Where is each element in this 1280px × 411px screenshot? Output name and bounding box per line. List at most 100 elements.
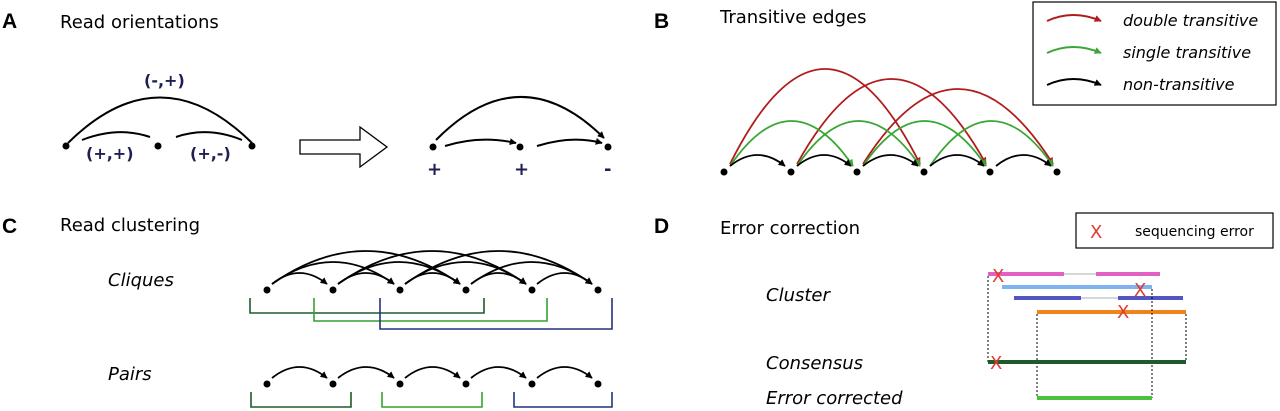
double-transitive-edge (796, 78, 987, 165)
panel-d-letter: D (654, 215, 669, 238)
non-transitive-edge (796, 154, 852, 167)
orientation-label-left: (+,+) (86, 144, 134, 163)
error-mark-icon: X (990, 353, 1002, 374)
single-transitive-edge (796, 120, 921, 167)
arc-right (175, 131, 243, 141)
transform-arrow-icon (299, 125, 389, 169)
clique-bracket (313, 298, 548, 322)
pair-edge (271, 366, 328, 379)
arc-outer (67, 96, 253, 144)
read-node (429, 143, 437, 151)
read-node (248, 142, 256, 150)
legend-single-transitive: single transitive (1123, 43, 1251, 62)
read-node (263, 380, 271, 388)
non-transitive-edge (729, 154, 786, 167)
legend-error-label: sequencing error (1135, 224, 1254, 240)
pair-edge (337, 366, 395, 379)
single-transitive-edge (862, 120, 987, 167)
panel-d: D Error correction X sequencing error Cl… (654, 212, 1274, 409)
legend-non-transitive: non-transitive (1123, 75, 1235, 94)
pair-edge-group (263, 366, 602, 388)
cluster-label: Cluster (766, 285, 831, 306)
sign-label: + (514, 159, 529, 180)
panel-b: B Transitive edges double transitive sin… (654, 1, 1277, 176)
legend-error-icon: X (1090, 222, 1102, 243)
pair-bracket (381, 392, 483, 408)
edge-legend (1032, 1, 1277, 106)
legend-single-transitive-icon (1046, 46, 1102, 54)
non-transitive-edge (862, 154, 919, 167)
panel-a-letter: A (2, 10, 17, 33)
error-legend (1075, 212, 1274, 249)
read-node (528, 286, 536, 294)
clique-edge (337, 272, 395, 285)
panel-d-title: Error correction (720, 218, 860, 239)
read-node (62, 142, 70, 150)
clique-bracket (249, 298, 485, 314)
panel-b-letter: B (654, 10, 669, 33)
read-node (604, 143, 612, 151)
read-node (853, 168, 861, 176)
clique-edge (404, 272, 461, 285)
single-transitive-edge (929, 120, 1054, 167)
read-node (462, 380, 470, 388)
error-mark-icon: X (992, 266, 1004, 287)
panel-a: A Read orientations (-,+) (+,+) (+,-) + … (2, 10, 612, 180)
error-mark-icon: X (1117, 302, 1129, 323)
consensus-label: Consensus (766, 353, 863, 374)
edge (444, 138, 517, 147)
panel-c-letter: C (2, 215, 17, 238)
orientation-label-right: (+,-) (190, 144, 231, 163)
pair-bracket (513, 392, 613, 408)
read-node (263, 286, 271, 294)
double-transitive-edge (862, 88, 1054, 165)
read-node (329, 380, 337, 388)
read-node (1053, 168, 1061, 176)
read-node (462, 286, 470, 294)
panel-c: C Read clustering Cliques Pairs (2, 215, 613, 408)
orientation-label-top: (-,+) (144, 71, 185, 90)
panel-c-title: Read clustering (60, 215, 200, 236)
clique-bracket (379, 298, 613, 330)
arc-left (81, 131, 151, 141)
double-transitive-edge (729, 68, 921, 165)
cliques-label: Cliques (108, 270, 174, 291)
legend-non-transitive-icon (1046, 78, 1102, 86)
non-transitive-edge (995, 154, 1052, 167)
single-transitive-edge (729, 120, 854, 167)
legend-double-transitive-icon (1046, 14, 1102, 22)
read-node (787, 168, 795, 176)
panel-b-title: Transitive edges (719, 7, 866, 28)
edge (435, 96, 605, 141)
clique-edge (271, 272, 328, 285)
legend-double-transitive: double transitive (1123, 11, 1258, 30)
clique-edge (536, 272, 593, 285)
read-node (329, 286, 337, 294)
read-node (986, 168, 994, 176)
sign-label: - (604, 159, 611, 180)
panel-a-title: Read orientations (60, 12, 219, 33)
pair-bracket (250, 392, 352, 408)
clique-edge-group (263, 250, 602, 294)
pairs-label: Pairs (108, 364, 152, 385)
read-node (594, 380, 602, 388)
clique-edge (470, 272, 527, 285)
read-node (594, 286, 602, 294)
read-node (528, 380, 536, 388)
read-node (154, 142, 162, 150)
read-node (396, 286, 404, 294)
read-node (396, 380, 404, 388)
non-transitive-edge (929, 154, 985, 167)
transitive-edge-group (720, 68, 1061, 176)
edge (536, 137, 603, 147)
sign-label: + (427, 159, 442, 180)
read-node (516, 143, 524, 151)
pair-edge (536, 366, 593, 379)
error-mark-icon: X (1134, 280, 1146, 301)
pair-edge (470, 366, 527, 379)
error-corrected-label: Error corrected (766, 388, 903, 409)
read-node (720, 168, 728, 176)
pair-edge (404, 366, 461, 379)
read-node (920, 168, 928, 176)
